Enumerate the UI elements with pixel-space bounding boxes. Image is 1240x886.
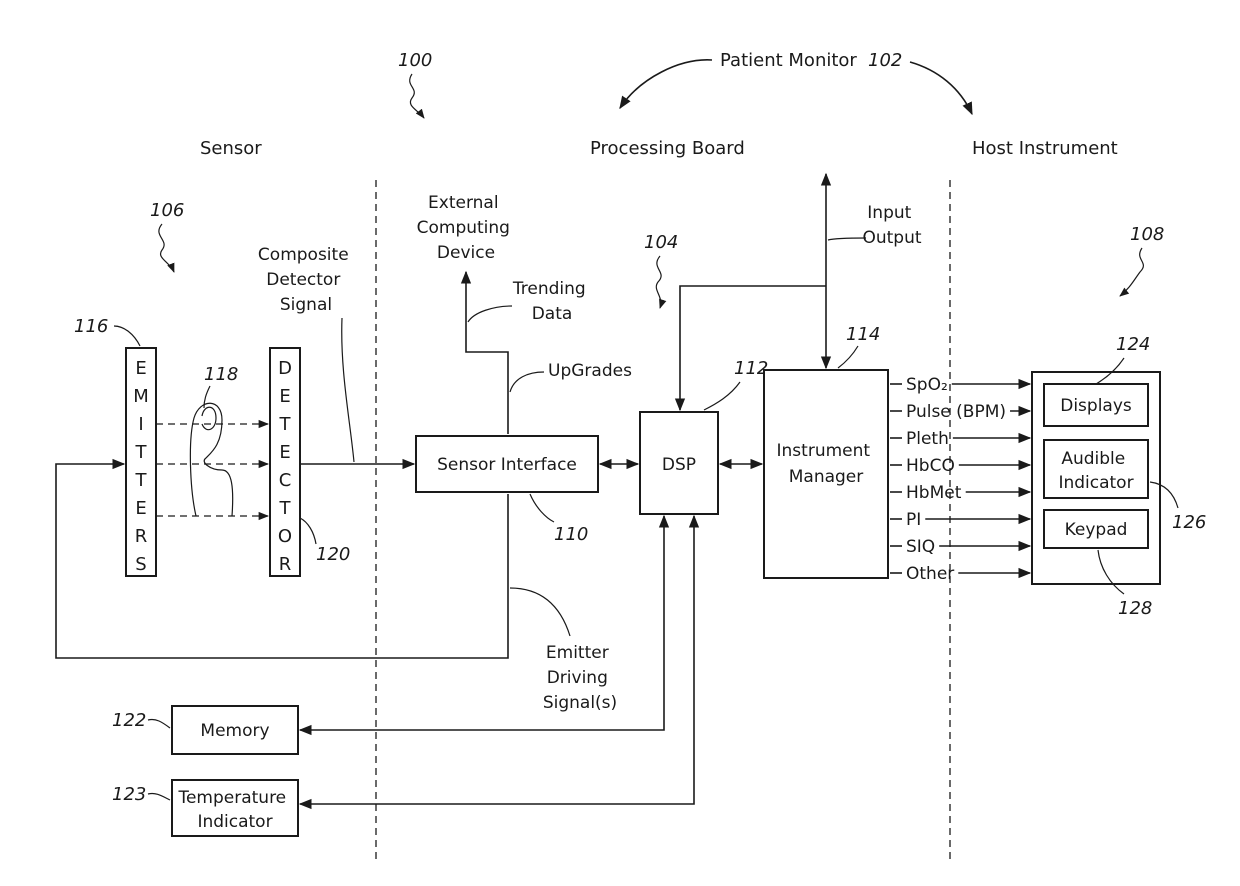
ref-123: 123 [112, 784, 146, 805]
detector-letter: E [279, 442, 290, 463]
ref-114: 114 [846, 324, 880, 345]
output-label-other: Other [906, 564, 954, 584]
output-label-siq: SIQ [906, 537, 935, 557]
composite-detector-signal-label: Composite Detector Signal [258, 245, 354, 315]
section-sensor-title: Sensor [200, 138, 262, 159]
patient-monitor-right-arrow [910, 62, 972, 114]
detector-letter: C [279, 470, 292, 491]
ref-104: 104 [644, 232, 678, 253]
ref-122-leader [148, 719, 170, 728]
ref-118: 118 [204, 364, 238, 385]
emitters-letter: S [135, 554, 146, 575]
detector-block: DETECTOR [270, 348, 300, 576]
ref-128: 128 [1118, 598, 1152, 619]
emitters-letter: R [135, 526, 148, 547]
ref-104-leader [656, 256, 661, 308]
svg-text:Sensor Interface: Sensor Interface [437, 455, 577, 475]
emitters-letter: E [135, 358, 146, 379]
sensor-interface-block: Sensor Interface [416, 436, 598, 492]
output-signal-lines: SpO₂ Pulse (BPM) PlethHbCO HbMetPI SIQ Other [890, 375, 1030, 584]
ref-108: 108 [1130, 224, 1164, 245]
finger-icon [190, 403, 232, 516]
section-processing-board-title: Processing Board [590, 138, 745, 159]
output-label-pi: PI [906, 510, 921, 530]
output-label-pleth: Pleth [906, 429, 949, 449]
emitter-driving-signals-label: Emitter Driving Signal(s) [543, 643, 617, 713]
audible-indicator-block: Audible Indicator [1044, 440, 1148, 498]
output-label-hbco: HbCO [906, 456, 955, 476]
ref-116: 116 [74, 316, 108, 337]
ref-106-leader [159, 224, 174, 272]
patient-monitor-left-arrow [620, 60, 712, 108]
upgrades-label: UpGrades [548, 361, 632, 381]
ref-110: 110 [554, 524, 588, 545]
ref-120-leader [300, 518, 316, 544]
ref-114-leader [838, 346, 858, 368]
svg-text:Displays: Displays [1060, 396, 1132, 416]
displays-block: Displays [1044, 384, 1148, 426]
emitters-letter: T [135, 470, 148, 491]
ref-112-leader [704, 382, 740, 410]
memory-block: Memory [172, 706, 298, 754]
output-label-pulse-bpm: Pulse (BPM) [906, 402, 1006, 422]
upgrades-leader [510, 372, 544, 392]
ref-124: 124 [1116, 334, 1150, 355]
instrument-manager-block: Instrument Manager [764, 370, 888, 578]
detector-letter: T [279, 498, 292, 519]
svg-text:Keypad: Keypad [1065, 520, 1128, 540]
ref-122: 122 [112, 710, 146, 731]
keypad-block: Keypad [1044, 510, 1148, 548]
ref-100-leader [410, 74, 424, 118]
patient-monitor-title: Patient Monitor [720, 50, 857, 71]
ref-108-leader [1120, 248, 1143, 296]
composite-signal-leader [342, 318, 354, 462]
detector-letter: O [278, 526, 292, 547]
ref-126: 126 [1172, 512, 1206, 533]
emitters-block: EMITTERS [126, 348, 156, 576]
dsp-temperature-line [300, 516, 694, 804]
emitters-letter: T [135, 442, 148, 463]
trending-data-label: Trending Data [512, 279, 591, 324]
ref-110-leader [530, 494, 554, 522]
detector-letter: T [279, 414, 292, 435]
ref-123-leader [148, 793, 170, 800]
emitters-letter: I [138, 414, 143, 435]
ref-100: 100 [398, 50, 432, 71]
external-computing-device-label: External Computing Device [417, 193, 516, 263]
ref-116-leader [114, 326, 140, 346]
ref-102: 102 [868, 50, 902, 71]
emitter-driving-leader [510, 588, 570, 636]
input-output-label: Input Output [862, 203, 921, 248]
input-output-leader [828, 238, 866, 240]
ref-106: 106 [150, 200, 184, 221]
svg-text:DSP: DSP [662, 455, 696, 475]
output-label-hbmet: HbMet [906, 483, 962, 503]
ref-120: 120 [316, 544, 350, 565]
section-host-instrument-title: Host Instrument [972, 138, 1118, 159]
temperature-indicator-block: Temperature Indicator [172, 780, 298, 836]
emitters-letter: M [133, 386, 149, 407]
trending-data-line [466, 272, 508, 434]
output-label-spo: SpO₂ [906, 375, 948, 395]
detector-letter: E [279, 386, 290, 407]
emitters-letter: E [135, 498, 146, 519]
svg-text:Memory: Memory [200, 721, 269, 741]
trending-data-leader [468, 306, 512, 322]
finger-nail [202, 407, 216, 429]
detector-letter: D [278, 358, 292, 379]
detector-letter: R [279, 554, 292, 575]
dsp-block: DSP [640, 412, 718, 514]
